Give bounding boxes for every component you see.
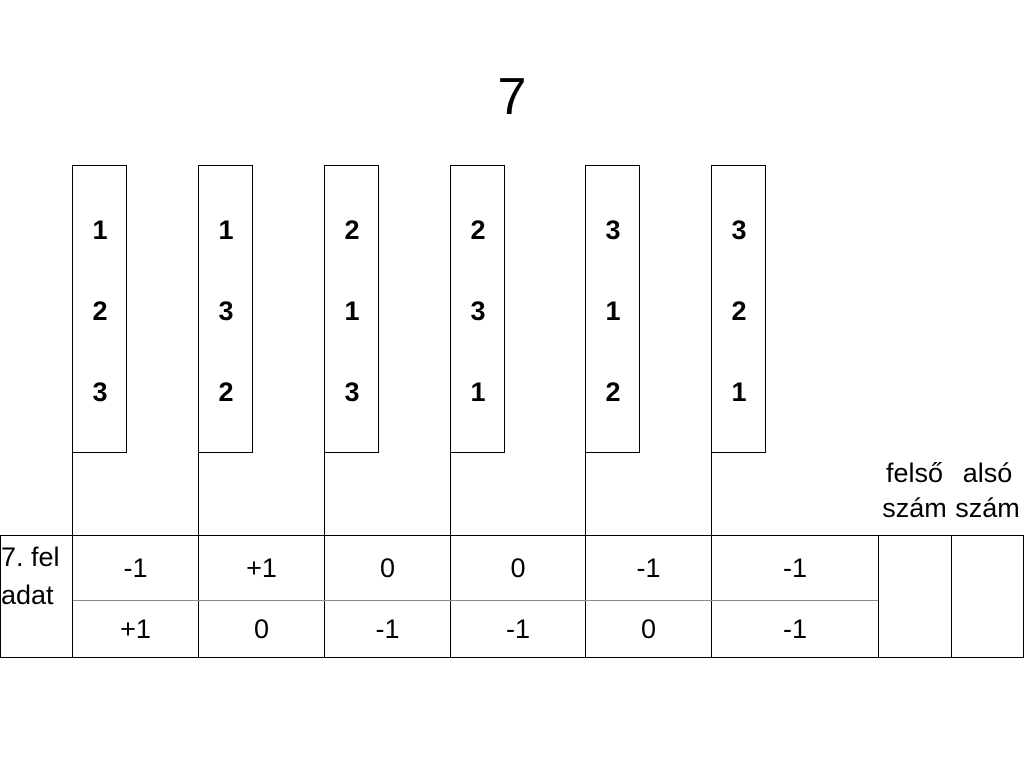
card-digit: 1 [92,215,108,245]
page-title: 7 [497,68,527,126]
row1-cell: -1 [782,553,807,583]
card-digit: 1 [605,296,621,326]
card-1: 1 2 3 [73,165,127,453]
card-4: 2 3 1 [451,165,505,453]
column-divider [585,165,586,658]
card-digit: 1 [218,215,234,245]
column-divider [198,165,199,658]
card-digit: 2 [731,296,747,326]
column-divider [72,165,73,658]
table-left-edge [0,535,1,658]
card-digit: 3 [605,215,621,245]
column-divider [450,165,451,658]
card-3: 2 1 3 [325,165,379,453]
column-divider [951,535,952,658]
row2-cell: -1 [505,614,530,644]
card-digit: 3 [731,215,747,245]
card-6: 3 2 1 [712,165,766,453]
row-label: 7. feladat [1,542,60,610]
row1-cell: 0 [510,553,526,583]
column-divider [711,165,712,658]
card-5: 3 1 2 [586,165,640,453]
column-divider [324,165,325,658]
card-digit: 3 [92,377,108,407]
row2-cell: 0 [640,614,657,644]
column-divider [878,535,879,658]
table-bottom-border [0,657,1024,658]
card-digit: 2 [605,377,621,407]
card-digit: 3 [344,377,360,407]
header-lower-number: alsó szám [955,458,1020,523]
card-digit: 1 [344,296,360,326]
row2-cell: +1 [120,614,151,644]
table-top-border [0,535,1024,536]
row1-cell: -1 [123,553,148,583]
card-digit: 3 [470,296,486,326]
card-digit: 2 [92,296,108,326]
card-digit: 1 [731,377,747,407]
table-row-divider [73,600,878,601]
card-digit: 3 [218,296,234,326]
card-digit: 1 [470,377,486,407]
row2-cell: -1 [782,614,807,644]
row1-cell: +1 [246,553,277,583]
row2-cell: 0 [253,614,270,644]
card-digit: 2 [218,377,234,407]
row2-cell: -1 [375,614,400,644]
row1-cell: -1 [636,553,661,583]
row1-cell: 0 [379,553,396,583]
card-digit: 2 [470,215,486,245]
header-upper-number: felső szám [882,458,947,523]
card-digit: 2 [344,215,360,245]
card-2: 1 3 2 [199,165,253,453]
